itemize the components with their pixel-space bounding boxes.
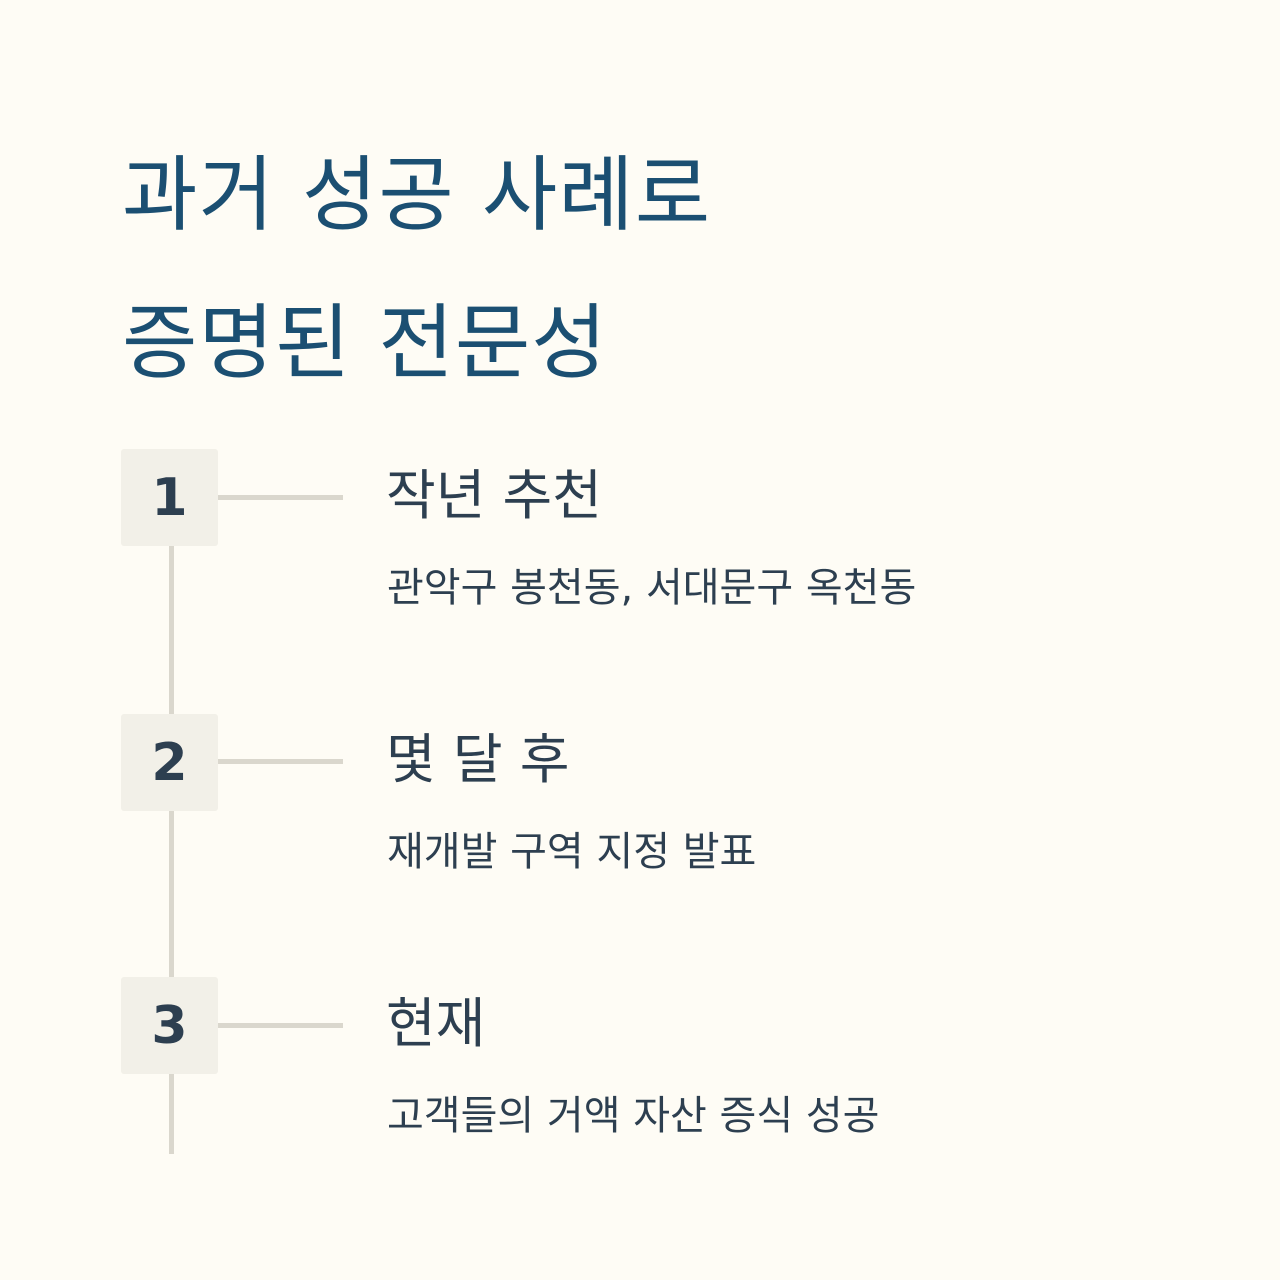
timeline-connector-2 (169, 809, 174, 979)
page-title: 과거 성공 사례로 증명된 전문성 (122, 122, 1122, 418)
step-2-title: 몇 달 후 (386, 728, 570, 791)
step-3-description: 고객들의 거액 자산 증식 성공 (387, 1093, 880, 1139)
title-line-2: 증명된 전문성 (122, 296, 608, 391)
step-1-branch-line (217, 495, 343, 500)
title-line-1: 과거 성공 사례로 (122, 148, 712, 243)
step-2-number-badge: 2 (121, 714, 218, 811)
step-1-number-badge: 1 (121, 449, 218, 546)
timeline-connector-1 (169, 545, 174, 715)
step-2-description: 재개발 구역 지정 발표 (387, 829, 757, 875)
step-3-title: 현재 (386, 992, 486, 1055)
step-2-branch-line (217, 759, 343, 764)
step-1-title: 작년 추천 (386, 464, 602, 527)
step-1-description: 관악구 봉천동, 서대문구 옥천동 (387, 565, 917, 611)
step-3-branch-line (217, 1023, 343, 1028)
step-3-number-badge: 3 (121, 977, 218, 1074)
timeline-connector-3 (169, 1074, 174, 1154)
